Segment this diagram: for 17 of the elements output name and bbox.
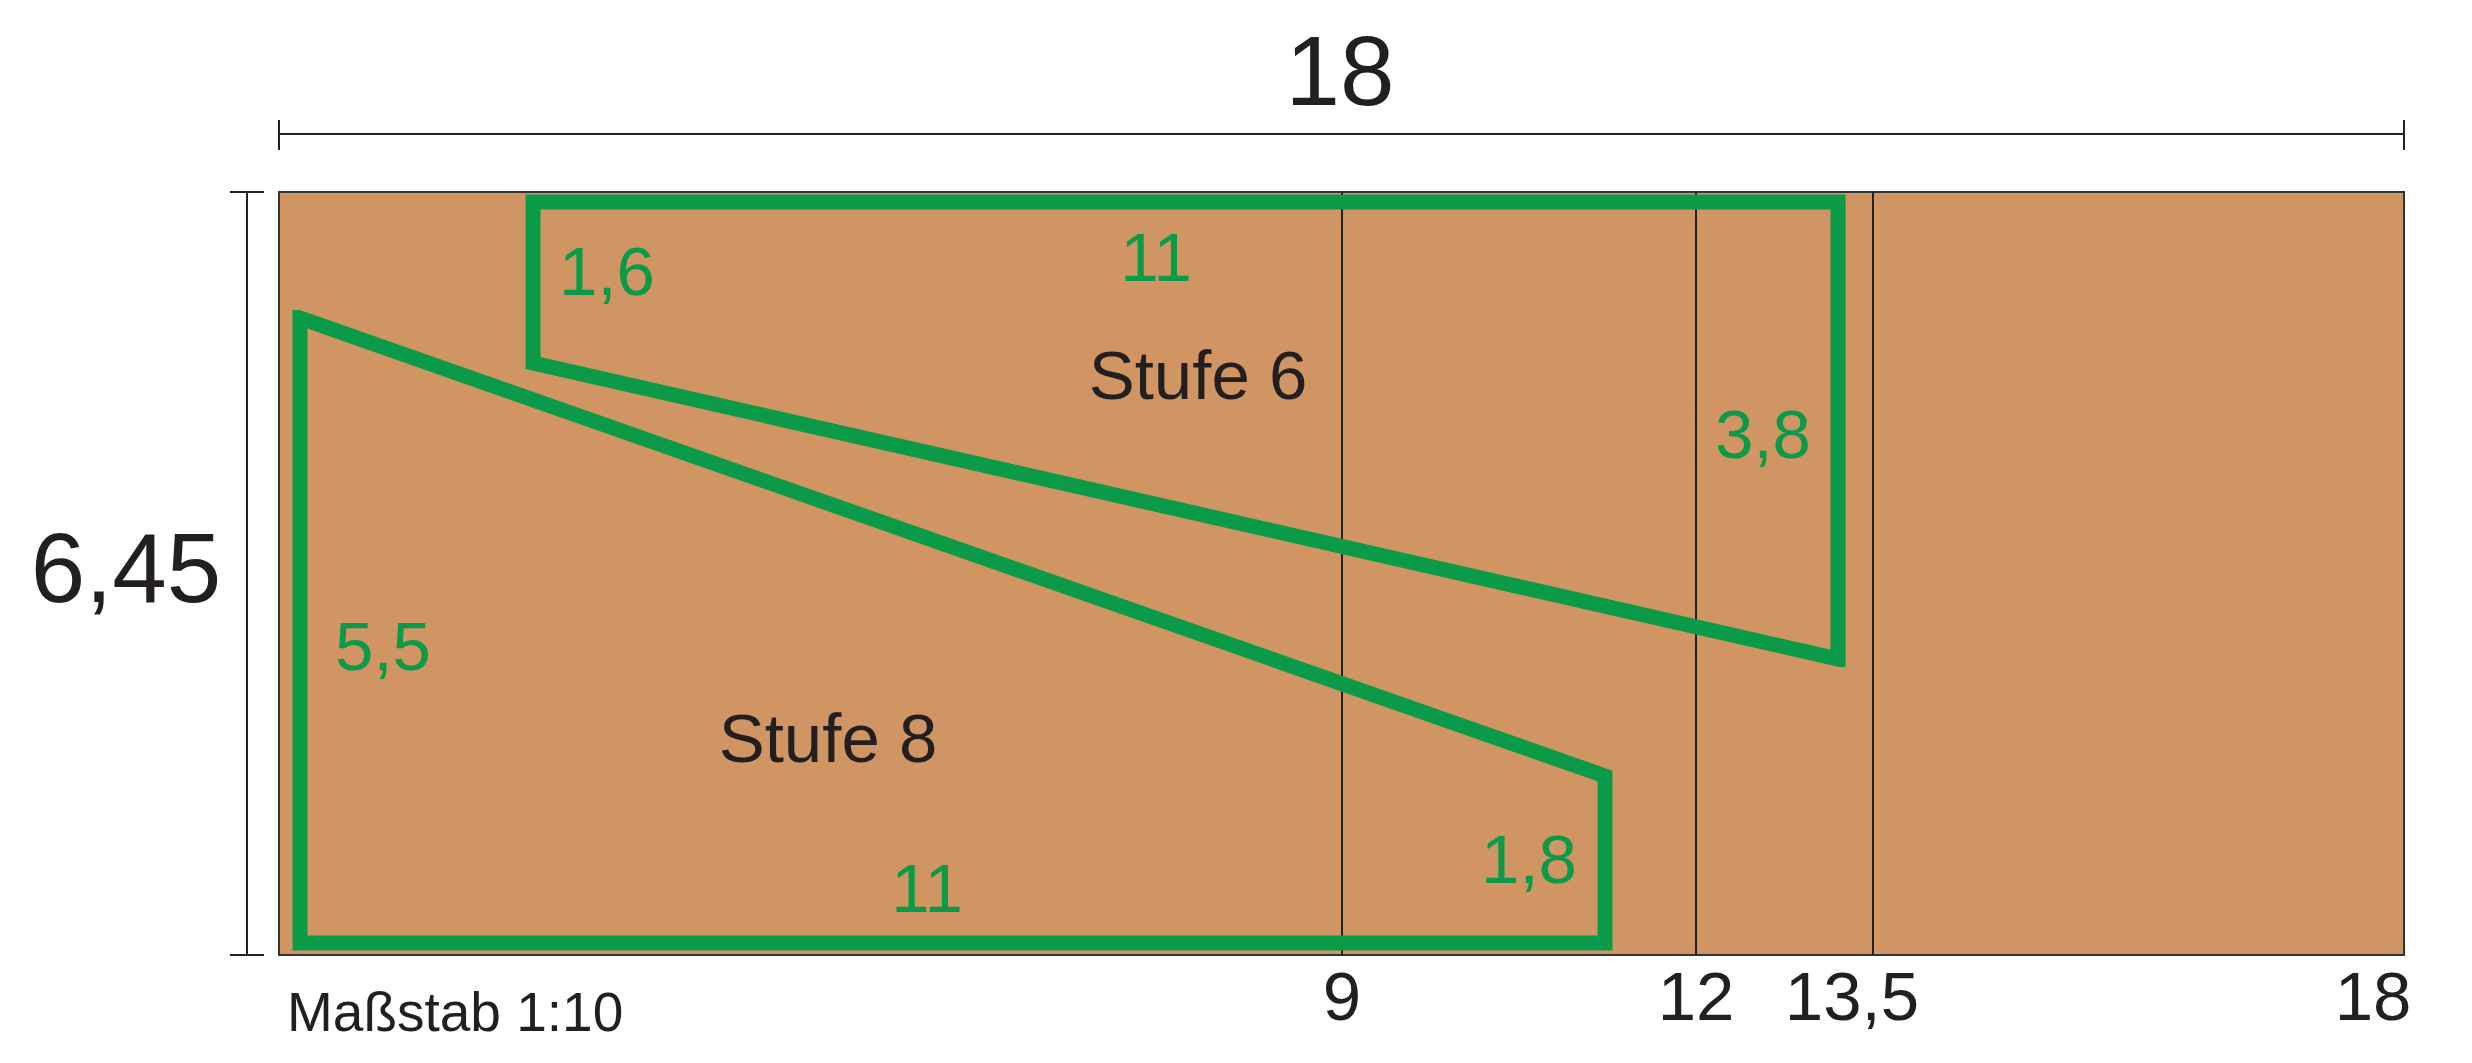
dimension-label: 12 [1657,961,1735,1031]
cut-outline [525,194,1846,667]
part-label: Stufe 8 [718,703,938,773]
dimension-label: 18 [2334,961,2412,1031]
dimension-label: 9 [1322,961,1362,1031]
dimension-label: 13,5 [1784,961,1920,1031]
dimension-label: 3,8 [1715,399,1811,469]
scale-note: Maßstab 1:10 [287,984,624,1040]
dimension-label: 6,45 [30,519,222,617]
cut-outline [292,310,1613,951]
dimension-label: 18 [1285,22,1395,120]
dimension-label: 5,5 [335,611,431,681]
dimension-label: 1,8 [1481,824,1577,894]
dimension-label: 1,6 [559,236,655,306]
part-label: Stufe 6 [1088,340,1308,410]
dimension-label: 11 [1120,222,1192,292]
dimension-label: 11 [891,853,963,923]
